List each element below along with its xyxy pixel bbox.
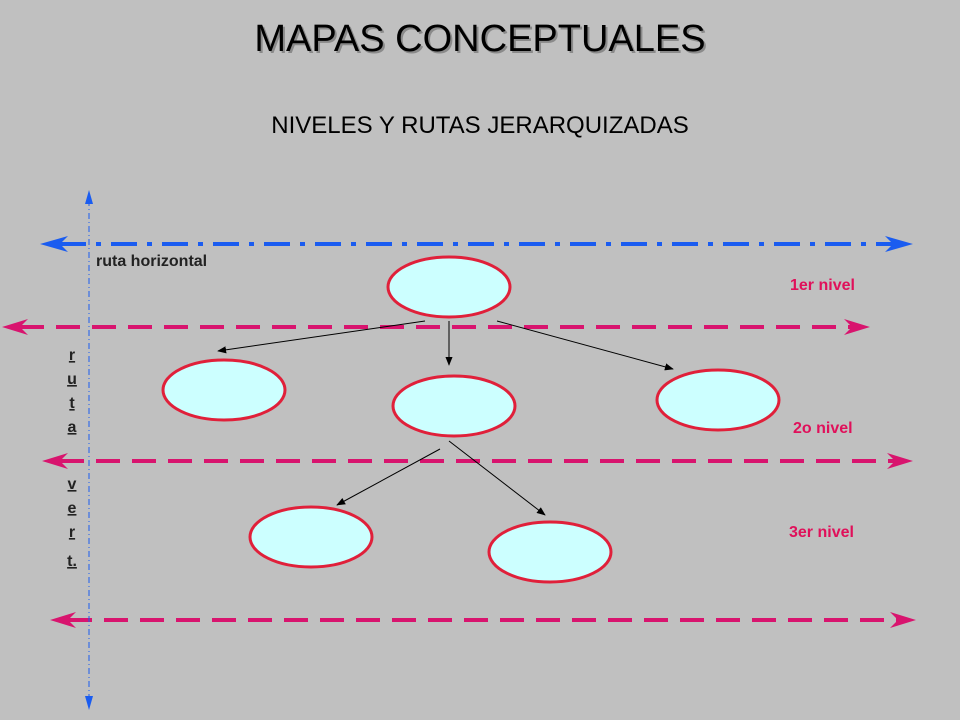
horizontal-route-label: ruta horizontal: [96, 253, 207, 270]
connector-arrow: [336, 448, 441, 506]
level-3-left-node: [248, 505, 374, 569]
level-2-center-node: [391, 374, 517, 438]
vertical-route-letter: r: [69, 524, 75, 541]
level-1-node: [386, 255, 512, 319]
level-2-label: 2o nivel: [793, 420, 853, 437]
level-3-right-node: [487, 520, 613, 584]
vertical-route-letter: e: [68, 500, 77, 517]
connector-arrow: [496, 320, 674, 371]
vertical-route-letter: r: [69, 347, 75, 364]
vertical-route-letter: t: [69, 395, 75, 412]
vertical-route-arrow: [85, 190, 93, 710]
horizontal-route-arrow: [40, 236, 913, 252]
level-3-label: 3er nivel: [789, 524, 854, 541]
vertical-route-letter: v: [68, 476, 77, 493]
page-subtitle: NIVELES Y RUTAS JERARQUIZADAS: [271, 112, 689, 139]
connector-arrow: [217, 320, 426, 354]
level-divider-1: [2, 319, 870, 335]
page-title: MAPAS CONCEPTUALES: [254, 18, 706, 60]
level-divider-3: [50, 612, 916, 628]
vertical-route-letter: t.: [67, 553, 77, 570]
level-2-right-node: [655, 368, 781, 432]
level-2-left-node: [161, 358, 287, 422]
vertical-route-letter: a: [68, 419, 77, 436]
vertical-route-label: r u t a v e r t.: [67, 347, 77, 570]
level-divider-2: [42, 453, 913, 469]
level-1-label: 1er nivel: [790, 277, 855, 294]
vertical-route-letter: u: [67, 371, 77, 388]
connector-arrow: [448, 440, 546, 516]
